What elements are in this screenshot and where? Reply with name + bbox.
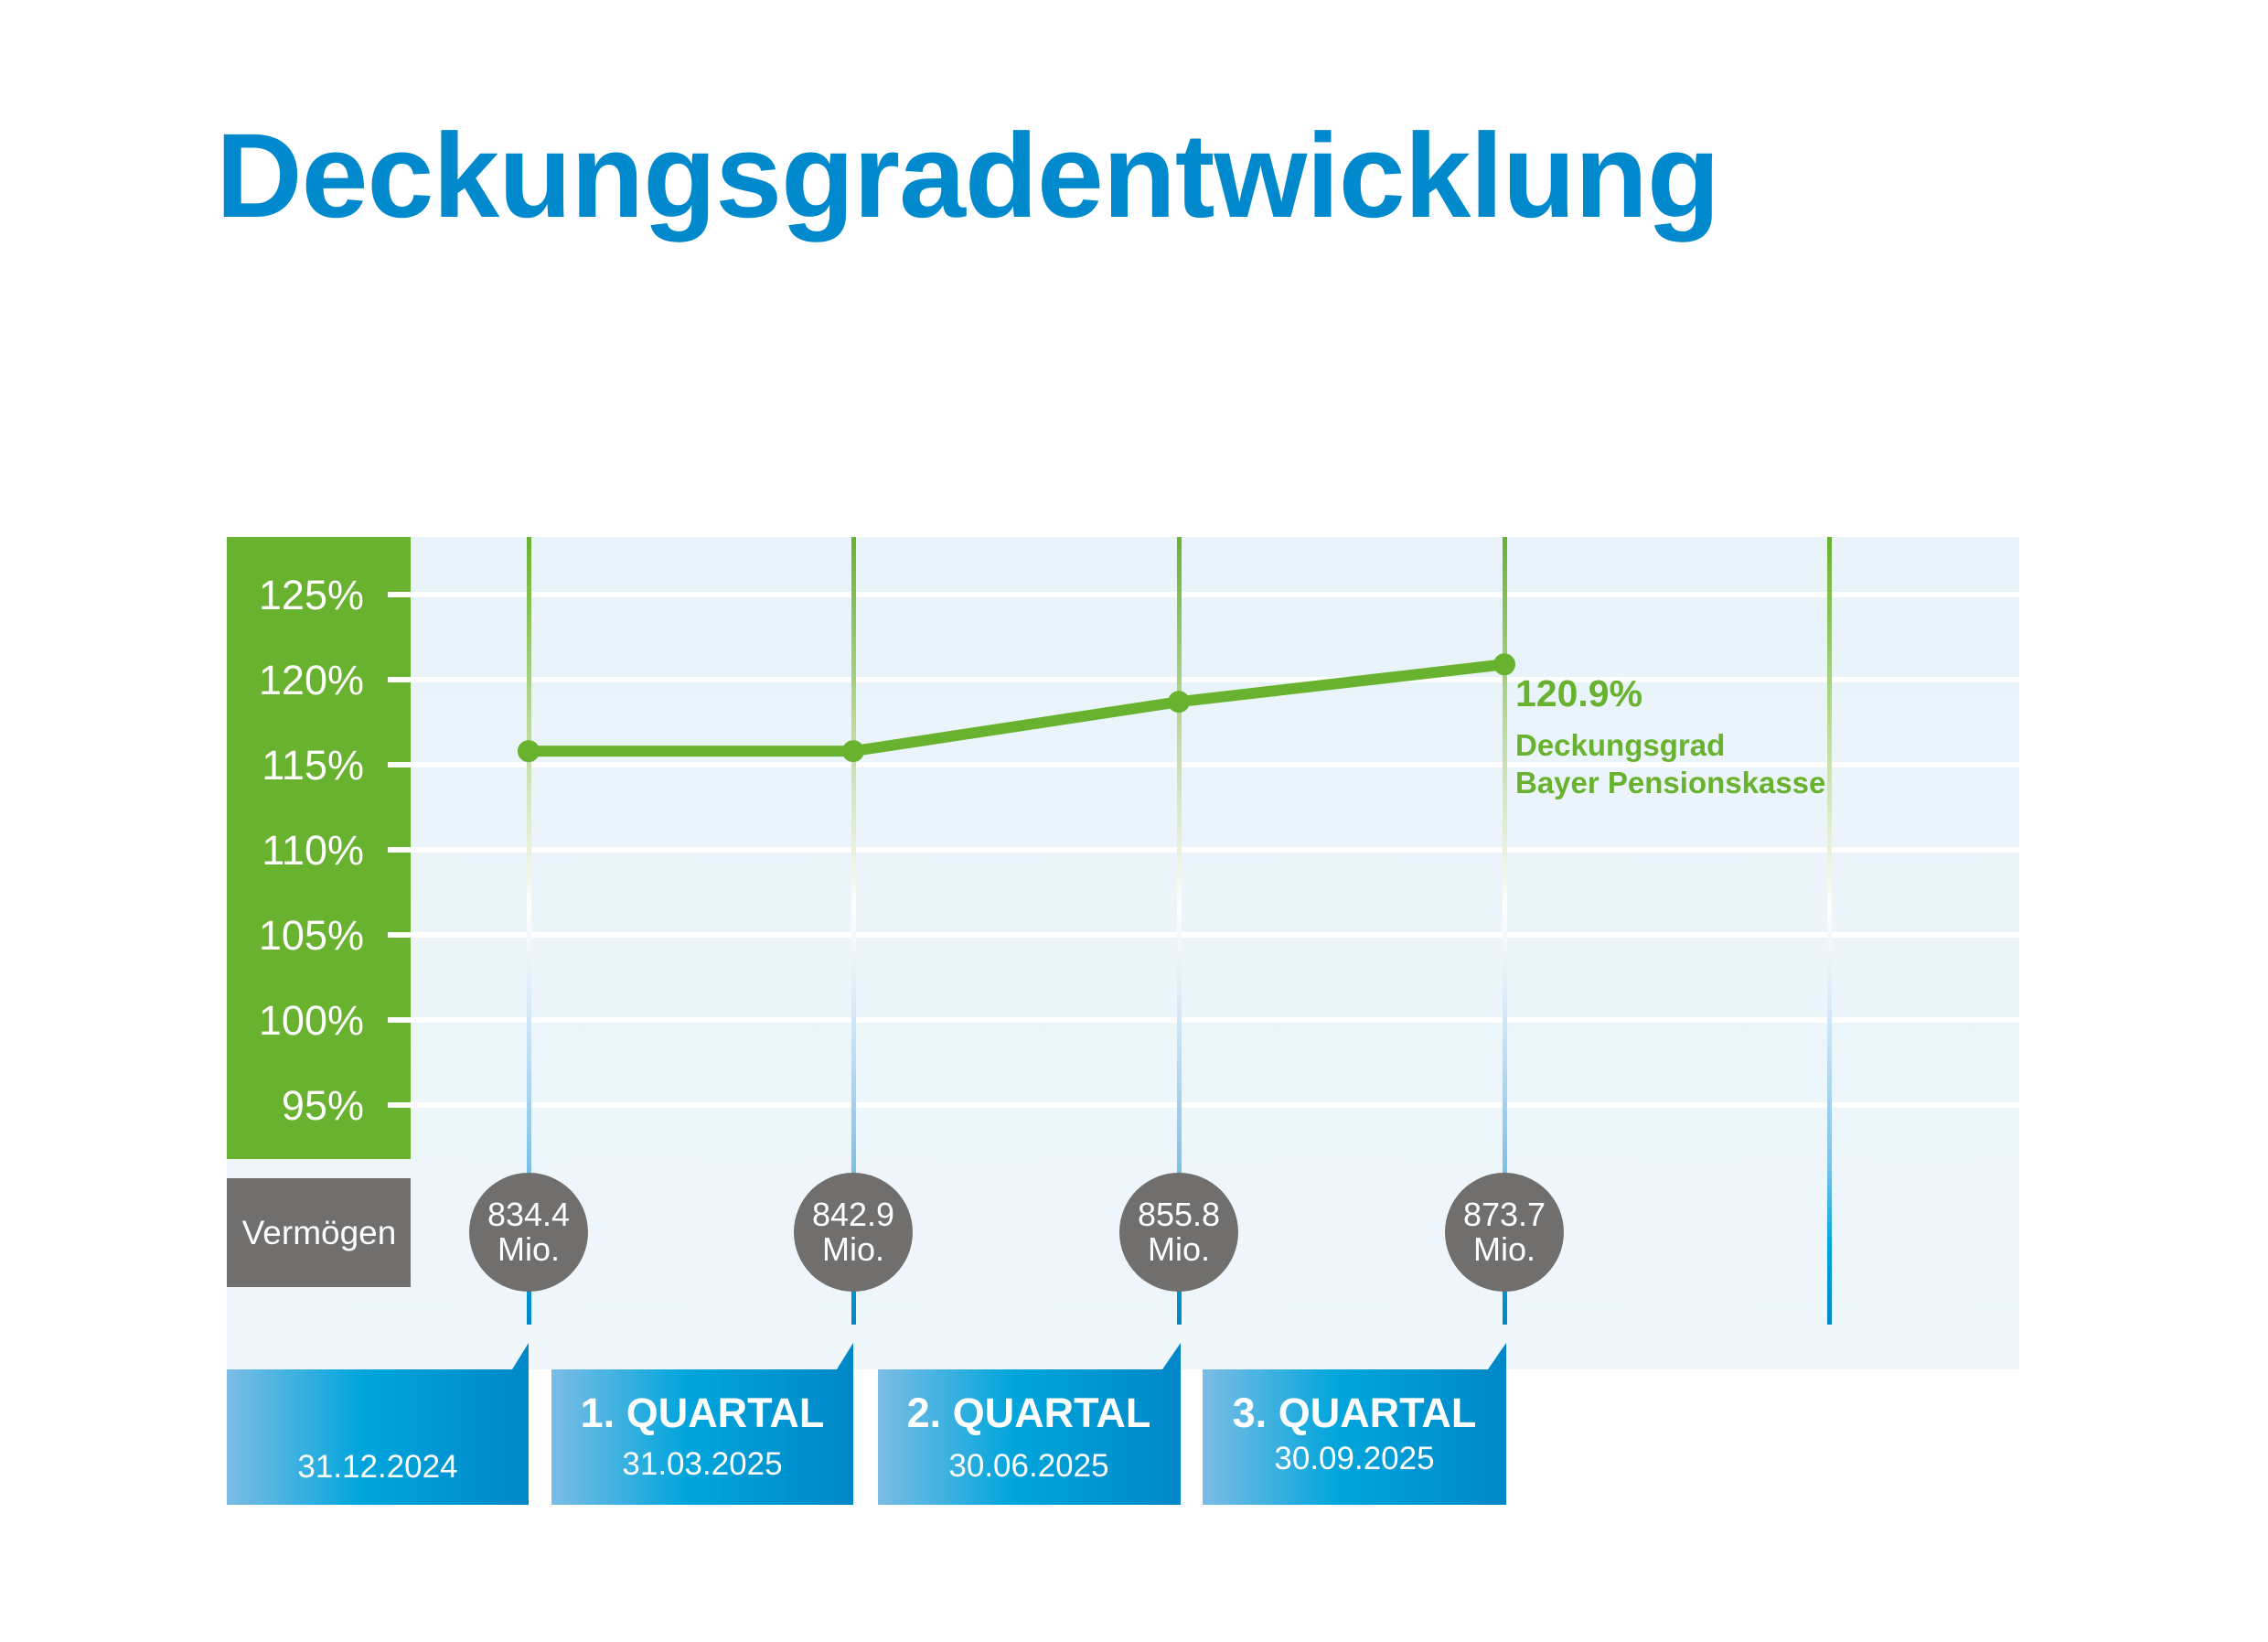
period-line [851,537,856,1325]
y-tick-label: 105% [259,912,364,959]
y-tick-label: 100% [259,997,364,1044]
latest-value-annotation: 120.9% Deckungsgrad Bayer Pensionskasse [1515,672,1825,800]
period-title: 1. QUARTAL [581,1390,825,1436]
y-tick-label: 125% [259,572,364,618]
period-date: 31.03.2025 [622,1446,782,1482]
asset-value: 834.4 [487,1196,570,1233]
y-axis-labels: 125% 120% 115% 110% 105% 100% 95% [259,572,364,1129]
coverage-ratio-series [518,653,1515,763]
asset-bubble: 834.4 Mio. [469,1173,588,1292]
asset-value: 842.9 [812,1196,894,1233]
asset-value: 855.8 [1138,1196,1220,1233]
period-title: 2. QUARTAL [907,1390,1151,1436]
asset-unit: Mio. [1473,1230,1535,1268]
y-tick-label: 120% [259,657,364,703]
y-axis-panel [227,537,411,1159]
asset-bubbles: 834.4 Mio. 842.9 Mio. 855.8 Mio. 873.7 M… [469,1173,1564,1292]
period-lines [527,537,1832,1325]
period-box: 31.12.2024 [227,1343,529,1505]
period-title: 3. QUARTAL [1233,1390,1477,1436]
y-tick-label: 95% [282,1082,364,1129]
period-line [527,537,531,1325]
data-point-marker [518,740,540,763]
period-box: 3. QUARTAL 30.09.2025 [1203,1343,1506,1505]
data-point-marker [1168,691,1190,714]
asset-value: 873.7 [1463,1196,1546,1233]
y-tick-label: 110% [262,827,364,874]
period-box: 2. QUARTAL 30.06.2025 [878,1343,1181,1505]
asset-bubble: 842.9 Mio. [794,1173,913,1292]
asset-unit: Mio. [497,1230,560,1268]
annotation-value: 120.9% [1515,672,1642,714]
asset-unit: Mio. [822,1230,884,1268]
data-point-marker [842,740,864,763]
gridlines [388,592,2019,1108]
period-box: 1. QUARTAL 31.03.2025 [551,1343,853,1505]
asset-unit: Mio. [1148,1230,1210,1268]
annotation-label-line1: Deckungsgrad [1515,728,1725,762]
annotation-label-line2: Bayer Pensionskasse [1515,766,1825,800]
period-date: 30.09.2025 [1274,1441,1434,1476]
period-date: 31.12.2024 [297,1449,457,1485]
assets-label-box [227,1178,411,1287]
asset-bubble: 855.8 Mio. [1119,1173,1238,1292]
page-title: Deckungsgradentwicklung [216,108,1720,242]
period-line [1503,537,1507,1325]
series-line [529,659,1505,757]
period-line [1827,537,1832,1325]
period-boxes: 31.12.2024 1. QUARTAL 31.03.2025 2. QUAR… [227,1343,1506,1505]
period-line [1177,537,1182,1325]
assets-label: Vermögen [242,1214,397,1251]
data-point-marker [1493,653,1515,676]
period-date: 30.06.2025 [948,1448,1108,1484]
y-tick-label: 115% [262,742,364,789]
asset-bubble: 873.7 Mio. [1445,1173,1564,1292]
